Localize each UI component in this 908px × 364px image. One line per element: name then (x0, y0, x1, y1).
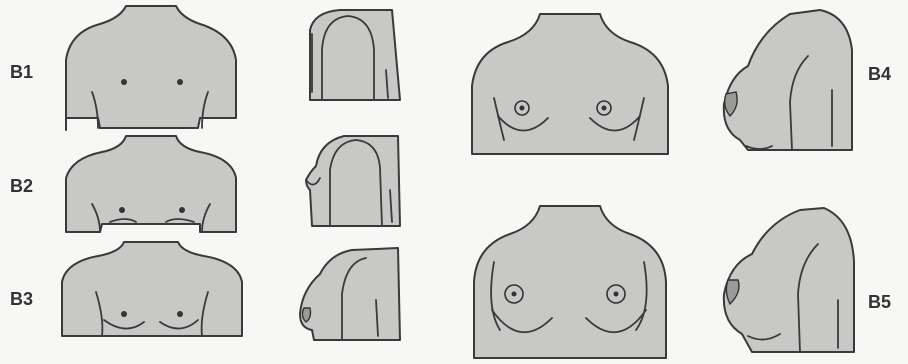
b1-front-illustration (66, 6, 236, 130)
b3-side-illustration (300, 248, 400, 340)
b5-front-illustration (474, 206, 666, 358)
b4-front-illustration (472, 14, 668, 154)
b5-side-illustration (724, 208, 854, 352)
b1-side-illustration (310, 10, 400, 100)
b2-front-illustration (66, 136, 236, 232)
b3-front-illustration (62, 242, 242, 336)
b2-side-illustration (306, 136, 400, 226)
b4-side-illustration (724, 10, 852, 150)
